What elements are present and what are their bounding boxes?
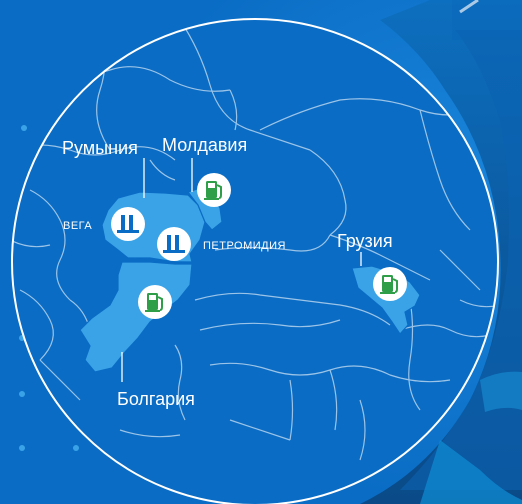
country-borders — [12, 19, 498, 461]
background-photo-panel — [360, 0, 522, 504]
label-moldova: Молдавия — [162, 135, 248, 155]
label-georgia: Грузия — [337, 231, 393, 251]
refinery-icon — [157, 227, 191, 261]
fuel-station-icon — [373, 267, 407, 301]
markers — [111, 173, 407, 319]
leader-lines — [121, 158, 362, 382]
fuel-station-icon — [197, 173, 231, 207]
refinery-icon — [111, 207, 145, 241]
fuel-station-icon — [138, 285, 172, 319]
inner-borders — [127, 257, 193, 263]
label-bulgaria: Болгария — [117, 389, 195, 409]
label-romania: Румыния — [62, 138, 138, 158]
label-petromidia: ПЕТРОМИДИЯ — [203, 240, 286, 252]
map-circle-outline — [11, 18, 499, 504]
label-vega: ВЕГА — [63, 220, 93, 232]
